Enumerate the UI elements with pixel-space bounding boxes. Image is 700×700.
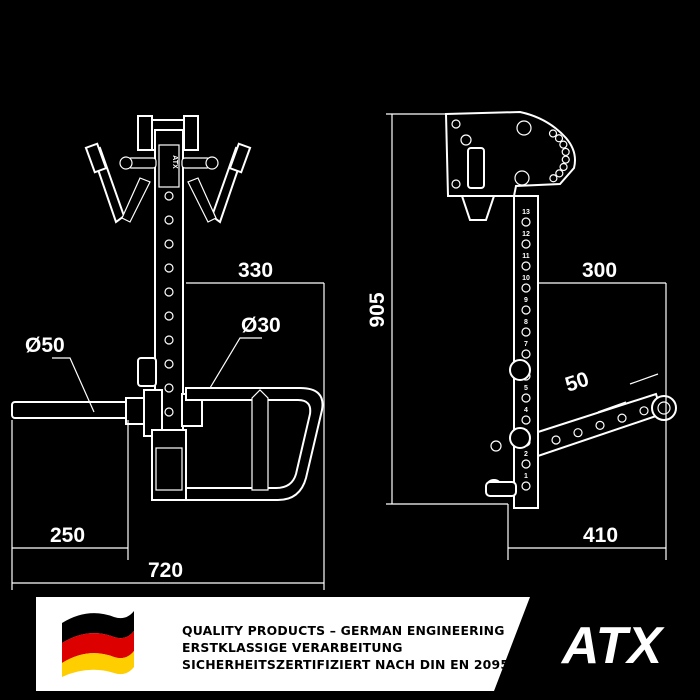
hole-number: 8 (524, 319, 528, 326)
arm-hole (617, 413, 627, 423)
column-hole (521, 239, 531, 249)
hole-number: 5 (524, 385, 528, 392)
german-flag-icon (62, 611, 134, 677)
front-view-drawing: ATX (11, 115, 324, 501)
dimension-250: 250 (50, 524, 85, 547)
hole-number: 7 (524, 341, 528, 348)
angle-hole (549, 174, 558, 183)
column-hole (164, 191, 174, 201)
atx-logo: ATX (494, 597, 692, 691)
column-hole (521, 327, 531, 337)
arm-hole (551, 435, 561, 445)
hole-number: 11 (522, 253, 530, 260)
column-hole (164, 239, 174, 249)
dimension-905: 905 (366, 292, 389, 327)
claim-line-1: QUALITY PRODUCTS – GERMAN ENGINEERING (182, 623, 505, 638)
arm-hole (573, 428, 583, 438)
dimension-tube-diameter: Ø30 (241, 314, 281, 337)
column-hole (521, 305, 531, 315)
hole-number: 13 (522, 209, 530, 216)
claim-line-3: SICHERHEITSZERTIFIZIERT NACH DIN EN 2095… (182, 657, 518, 672)
quality-claims: QUALITY PRODUCTS – GERMAN ENGINEERING ER… (182, 622, 518, 673)
technical-drawing: ATX (11, 110, 677, 590)
dimension-50: 50 (562, 368, 591, 397)
logo-text: ATX (560, 617, 665, 675)
dimension-330: 330 (238, 259, 273, 282)
hole-number: 10 (522, 275, 530, 282)
hole-number: 2 (524, 451, 528, 458)
column-hole (521, 283, 531, 293)
arm-hole (639, 406, 649, 416)
column-hole (164, 287, 174, 297)
hole-number: 12 (522, 231, 530, 238)
column-hole (521, 459, 531, 469)
column-hole (164, 263, 174, 273)
column-hole (521, 415, 531, 425)
hole-number: 9 (524, 297, 528, 304)
column-hole (164, 215, 174, 225)
hole-number: 1 (524, 473, 528, 480)
dimension-bar-diameter: Ø50 (25, 334, 65, 357)
angle-hole (561, 155, 570, 164)
angle-hole (559, 162, 568, 172)
angle-hole (548, 129, 558, 138)
column-hole (164, 335, 174, 345)
column-hole (521, 393, 531, 403)
column-hole (521, 349, 531, 359)
svg-text:ATX: ATX (171, 155, 178, 169)
dimension-300: 300 (582, 259, 617, 282)
angle-hole (561, 147, 570, 157)
column-hole (164, 407, 174, 417)
banner: QUALITY PRODUCTS – GERMAN ENGINEERING ER… (36, 597, 692, 691)
arm-hole (595, 420, 605, 430)
dimension-720: 720 (148, 559, 183, 582)
side-view-drawing: 13121110987654321 (444, 110, 677, 509)
column-hole (164, 311, 174, 321)
dimension-410: 410 (583, 524, 618, 547)
column-hole (164, 383, 174, 393)
column-hole (164, 359, 174, 369)
column-hole (521, 261, 531, 271)
angle-hole (559, 140, 568, 149)
claim-line-2: ERSTKLASSIGE VERARBEITUNG (182, 640, 403, 655)
angle-hole (555, 169, 564, 178)
hole-number: 4 (524, 407, 528, 414)
angle-hole (554, 134, 564, 143)
column-hole (521, 217, 531, 227)
column-hole (521, 481, 531, 491)
